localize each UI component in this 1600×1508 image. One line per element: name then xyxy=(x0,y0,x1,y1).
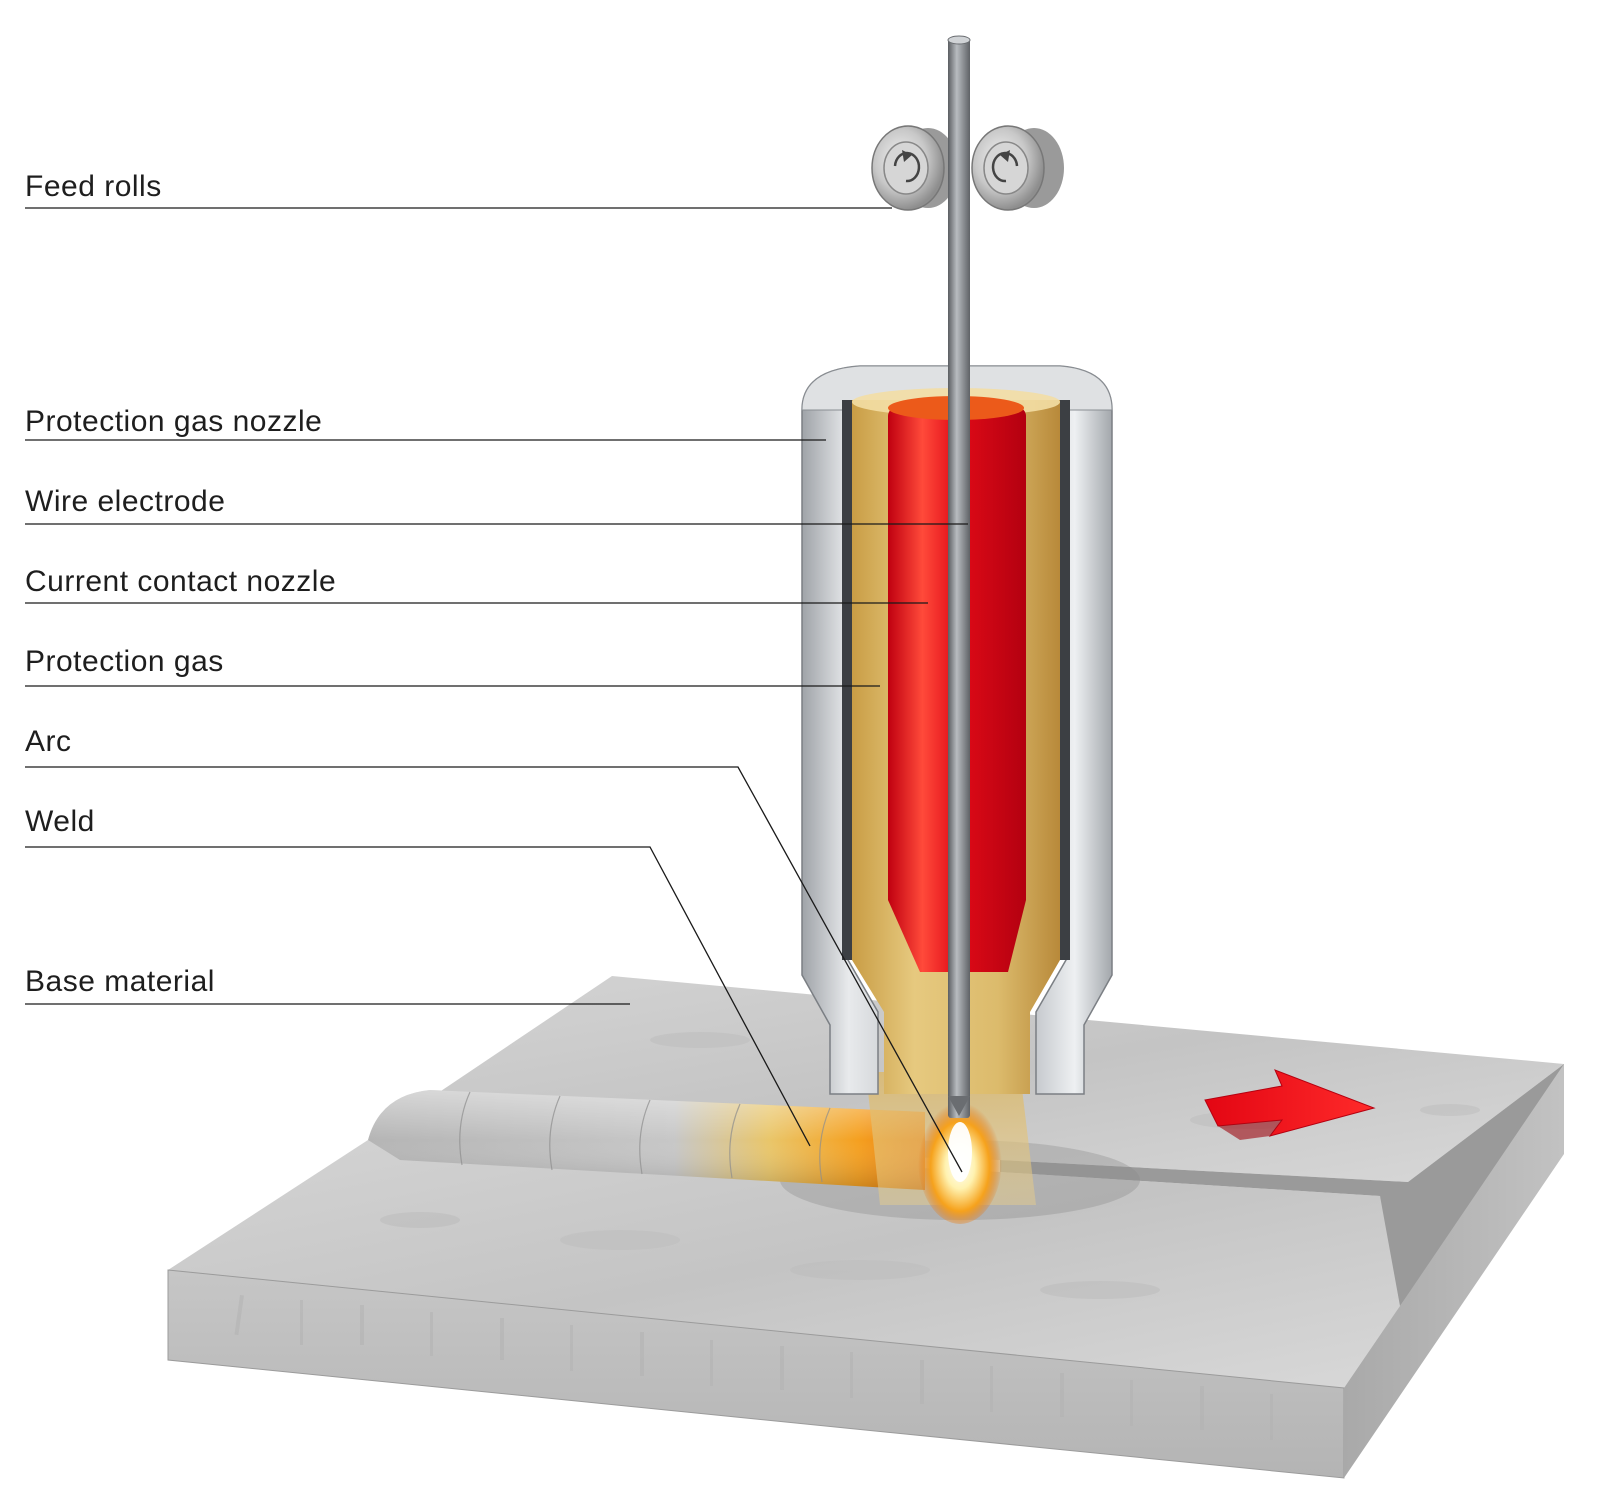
label-feed-rolls: Feed rolls xyxy=(25,170,162,203)
direction-arrow-icon xyxy=(1204,1069,1376,1140)
feed-rolls-body xyxy=(871,120,1064,220)
label-current-contact-nozzle: Current contact nozzle xyxy=(25,565,336,598)
label-base-material: Base material xyxy=(25,965,215,998)
rotate-ccw-icon xyxy=(991,151,1019,183)
plate-groove xyxy=(1000,1064,1564,1306)
weld-bead xyxy=(368,1090,925,1190)
label-protection-gas-nozzle: Protection gas nozzle xyxy=(25,405,322,438)
plate-side-face xyxy=(1344,1064,1564,1478)
feed-roll-left xyxy=(871,125,958,211)
label-wire-electrode: Wire electrode xyxy=(25,485,225,518)
welding-arc xyxy=(918,1096,1002,1224)
leader-arc xyxy=(25,766,963,1173)
label-arc: Arc xyxy=(25,725,72,758)
rotate-cw-icon xyxy=(893,151,921,183)
labels: Feed rolls Protection gas nozzle Wire el… xyxy=(25,170,336,998)
label-protection-gas: Protection gas xyxy=(25,645,224,678)
feed-roll-right xyxy=(971,125,1064,211)
wire-electrode-body xyxy=(947,35,971,1118)
leader-lines xyxy=(25,207,968,1173)
leader-weld xyxy=(25,846,811,1147)
label-weld: Weld xyxy=(25,805,95,838)
plate-top-front xyxy=(168,1140,1408,1388)
